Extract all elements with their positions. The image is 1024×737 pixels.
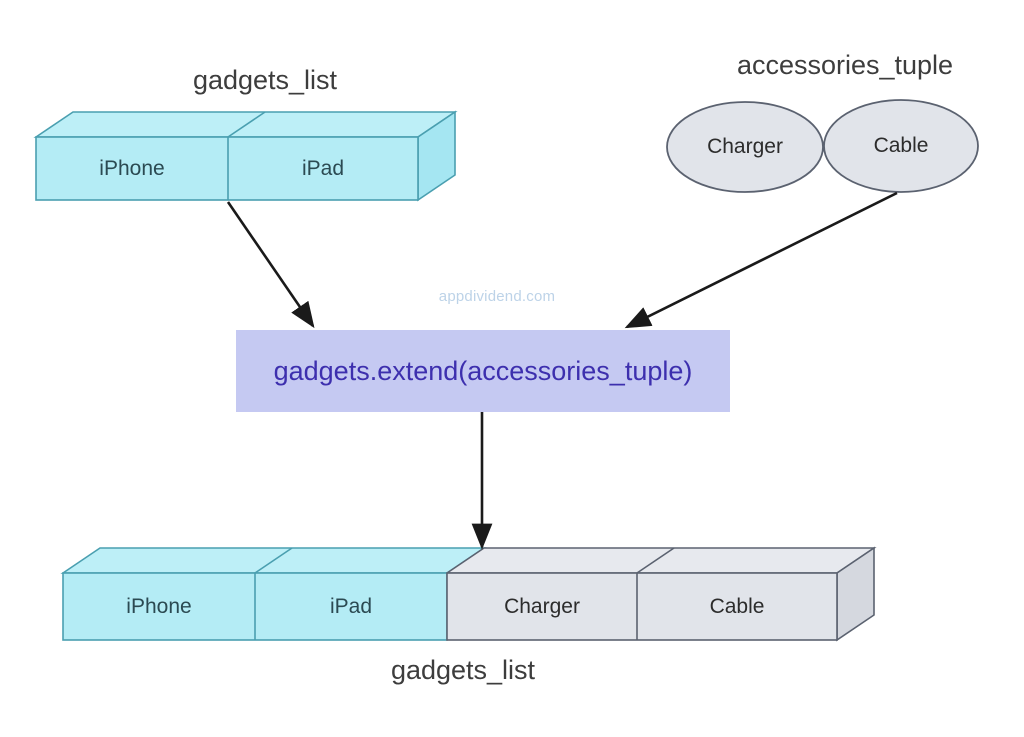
tuple-ellipse-cable <box>823 99 979 193</box>
result-list-cell-0: iPhone <box>126 594 192 618</box>
result-list-cell-3: Cable <box>709 594 765 618</box>
operation-code-text: gadgets.extend(accessories_tuple) <box>273 355 693 386</box>
result-list-top-face-tuple <box>444 547 877 574</box>
arrow-tuple-to-operation <box>624 191 898 329</box>
source-list-front-face <box>35 136 419 201</box>
tuple-cell-0: Charger <box>707 135 783 158</box>
watermark-text: appdividend.com <box>438 288 556 305</box>
result-list-cell-1: iPad <box>329 594 373 618</box>
source-list-cell-1: iPad <box>301 156 345 180</box>
operation-box <box>236 330 730 412</box>
arrow-list-to-operation <box>226 201 315 329</box>
result-list-front-face-tuple <box>446 572 838 641</box>
source-list-box <box>33 110 458 202</box>
source-tuple-shapes <box>666 99 979 193</box>
source-list-label: gadgets_list <box>192 65 338 95</box>
tuple-ellipse-charger <box>666 101 824 193</box>
result-divider-3-top <box>636 547 675 574</box>
source-list-divider-1-top <box>227 111 266 138</box>
source-tuple-label: accessories_tuple <box>736 50 954 80</box>
result-list-label: gadgets_list <box>390 655 536 685</box>
result-divider-1-top <box>254 547 293 574</box>
source-list-cell-0: iPhone <box>99 156 165 180</box>
tuple-cell-1: Cable <box>873 134 929 157</box>
result-list-cell-2: Charger <box>504 594 580 618</box>
